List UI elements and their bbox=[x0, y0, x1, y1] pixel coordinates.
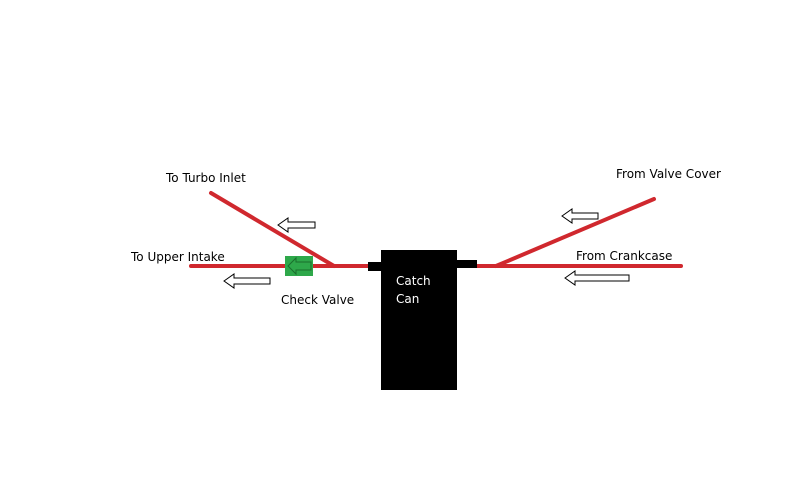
flow-arrow-icon-intake bbox=[223, 273, 271, 289]
hose-to-turbo-inlet bbox=[209, 191, 336, 268]
label-from-crankcase: From Crankcase bbox=[576, 249, 673, 263]
label-catch-can-line2: Can bbox=[396, 292, 420, 306]
flow-arrow-icon-turbo bbox=[277, 217, 316, 233]
label-check-valve: Check Valve bbox=[281, 293, 355, 307]
catch-can bbox=[381, 250, 457, 390]
label-from-valve-cover: From Valve Cover bbox=[616, 167, 721, 181]
check-valve-arrow-icon bbox=[287, 256, 312, 276]
label-to-turbo-inlet: To Turbo Inlet bbox=[166, 171, 246, 185]
catch-can-outlet-fitting bbox=[456, 260, 477, 268]
catch-can-inlet-fitting bbox=[368, 262, 382, 271]
flow-arrow-icon-crankcase bbox=[564, 270, 630, 286]
hose-from-valve-cover bbox=[494, 197, 656, 268]
flow-arrow-icon-valve-cover bbox=[561, 208, 599, 224]
label-to-upper-intake: To Upper Intake bbox=[131, 250, 225, 264]
label-catch-can-line1: Catch bbox=[396, 274, 431, 288]
label-catch-can: Catch Can bbox=[396, 272, 431, 308]
